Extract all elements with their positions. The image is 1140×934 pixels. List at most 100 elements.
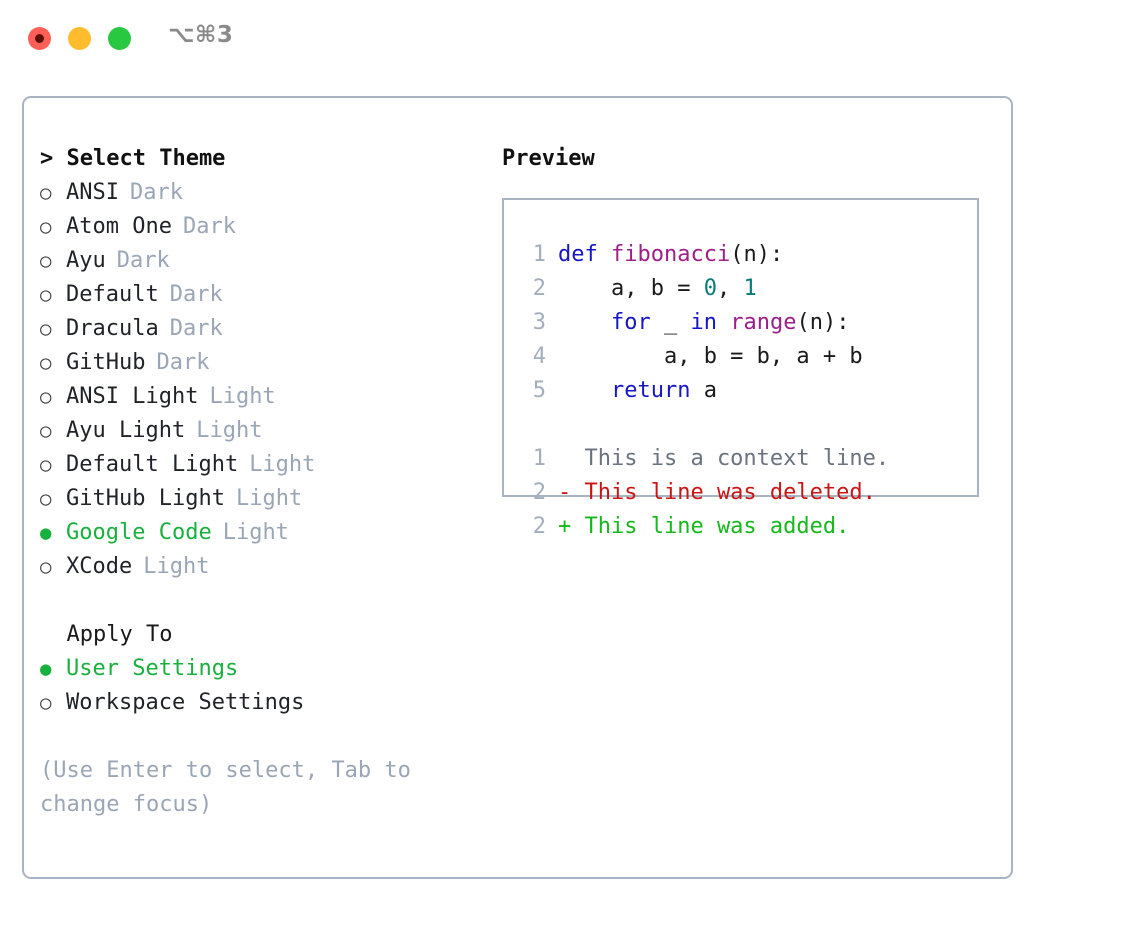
code-token-kw: in	[690, 310, 717, 335]
radio-unselected-icon: ○	[40, 216, 52, 238]
theme-option-ansi[interactable]: ○ ANSI Dark	[40, 176, 470, 210]
preview-heading: Preview	[502, 146, 595, 171]
radio-selected-icon: ●	[40, 658, 52, 680]
close-window-button[interactable]	[28, 27, 51, 50]
maximize-window-button[interactable]	[108, 27, 131, 50]
code-line-number: 5	[532, 378, 546, 403]
radio-unselected-icon: ○	[40, 692, 52, 714]
list-spacer	[40, 584, 470, 618]
code-token-pl: a, b = b, a + b	[558, 344, 863, 369]
code-token-kw: return	[558, 378, 691, 403]
theme-option-label: Ayu Light	[66, 418, 186, 443]
theme-variant-badge: Light	[209, 384, 276, 409]
theme-option-github-light[interactable]: ○ GitHub Light Light	[40, 482, 470, 516]
window-shortcut-label: ⌥⌘3	[168, 22, 234, 48]
code-token-pl: ,	[716, 276, 744, 301]
code-token-kw: def	[558, 242, 611, 267]
code-line: 5 return a	[518, 374, 889, 408]
radio-unselected-icon: ○	[40, 318, 52, 340]
theme-variant-badge: Dark	[129, 180, 183, 205]
theme-option-github[interactable]: ○ GitHub Dark	[40, 346, 470, 380]
diff-line-number: 2	[532, 480, 546, 505]
theme-option-label: Google Code	[66, 520, 212, 545]
diff-line-add: 2 + This line was added.	[518, 510, 889, 544]
theme-variant-badge: Light	[143, 554, 210, 579]
theme-option-dracula[interactable]: ○ Dracula Dark	[40, 312, 470, 346]
code-token-fn: range	[730, 310, 797, 335]
diff-line-text: This is a context line.	[558, 446, 890, 471]
theme-option-xcode[interactable]: ○ XCode Light	[40, 550, 470, 584]
apply-to-option-label: User Settings	[66, 656, 239, 681]
keyboard-hint-text: (Use Enter to select, Tab to change focu…	[40, 758, 425, 817]
radio-unselected-icon: ○	[40, 250, 52, 272]
code-line: 1 def fibonacci(n):	[518, 238, 889, 272]
theme-option-label: Default	[66, 282, 159, 307]
theme-variant-badge: Dark	[156, 350, 210, 375]
apply-to-option-list: ● User Settings ○ Workspace Settings	[40, 652, 470, 720]
apply-to-option-workspace-settings[interactable]: ○ Workspace Settings	[40, 686, 470, 720]
code-line-number: 3	[532, 310, 546, 335]
diff-line-ctx: 1 This is a context line.	[518, 442, 889, 476]
radio-unselected-icon: ○	[40, 556, 52, 578]
diff-line-text: + This line was added.	[558, 514, 850, 539]
theme-option-label: Default Light	[66, 452, 239, 477]
theme-option-label: GitHub	[66, 350, 146, 375]
apply-to-option-label: Workspace Settings	[66, 690, 305, 715]
diff-line-number: 1	[532, 446, 546, 471]
code-line-number: 2	[532, 276, 546, 301]
diff-line-text: - This line was deleted.	[558, 480, 876, 505]
title-bar: ⌥⌘3	[0, 0, 1140, 78]
diff-line-del: 2 - This line was deleted.	[518, 476, 889, 510]
theme-option-label: ANSI	[66, 180, 119, 205]
theme-option-label: GitHub Light	[66, 486, 225, 511]
radio-unselected-icon: ○	[40, 182, 52, 204]
code-line-text: for _ in range(n):	[558, 306, 849, 340]
code-token-pl: (n):	[796, 310, 850, 335]
code-line: 3 for _ in range(n):	[518, 306, 889, 340]
select-theme-heading: > Select Theme	[40, 146, 226, 171]
theme-option-label: XCode	[66, 554, 133, 579]
code-line-number: 4	[532, 344, 546, 369]
theme-option-default-light[interactable]: ○ Default Light Light	[40, 448, 470, 482]
code-line: 2 a, b = 0, 1	[518, 272, 889, 306]
close-icon	[35, 34, 44, 43]
code-token-pl: a	[690, 378, 717, 403]
theme-option-ayu-light[interactable]: ○ Ayu Light Light	[40, 414, 470, 448]
code-token-num: 1	[743, 276, 757, 301]
theme-option-label: Dracula	[66, 316, 159, 341]
theme-variant-badge: Light	[249, 452, 316, 477]
theme-variant-badge: Light	[222, 520, 289, 545]
radio-unselected-icon: ○	[40, 488, 52, 510]
theme-variant-badge: Light	[235, 486, 303, 511]
code-line: 4 a, b = b, a + b	[518, 340, 889, 374]
code-line-number: 1	[532, 242, 546, 267]
code-token-pl	[717, 310, 730, 335]
code-token-fn: fibonacci	[610, 242, 731, 267]
radio-unselected-icon: ○	[40, 454, 52, 476]
theme-variant-badge: Dark	[169, 316, 223, 341]
code-token-num: 0	[703, 276, 717, 301]
code-token-kw: for	[558, 310, 651, 335]
radio-unselected-icon: ○	[40, 420, 52, 442]
theme-variant-badge: Light	[196, 418, 263, 443]
radio-unselected-icon: ○	[40, 284, 52, 306]
minimize-window-button[interactable]	[68, 27, 91, 50]
theme-variant-badge: Dark	[116, 248, 170, 273]
radio-unselected-icon: ○	[40, 352, 52, 374]
diff-line-number: 2	[532, 514, 546, 539]
code-token-pl: a, b =	[558, 276, 704, 301]
theme-option-label: Atom One	[66, 214, 172, 239]
apply-to-option-user-settings[interactable]: ● User Settings	[40, 652, 470, 686]
code-token-pl: (n):	[730, 242, 784, 267]
